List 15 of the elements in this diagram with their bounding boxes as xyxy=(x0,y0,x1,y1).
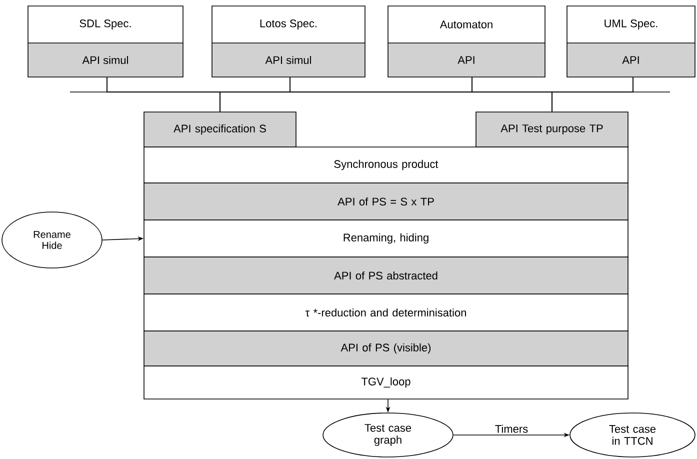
spec-box: Automaton API xyxy=(388,6,546,78)
spec-box: Lotos Spec. API simul xyxy=(212,6,366,78)
stage-row: τ *-reduction and determinisation xyxy=(144,294,628,332)
interface-box: API Test purpose TP xyxy=(476,112,628,148)
connector-line xyxy=(552,77,634,112)
stage-row: API of PS (visible) xyxy=(144,330,628,366)
stage-row: Renaming, hiding xyxy=(144,220,628,258)
interface-box: API specification S xyxy=(144,112,296,148)
edge-label: Timers xyxy=(494,424,530,434)
stage-row: API of PS abstracted xyxy=(144,256,628,294)
stage-row: API of PS = S x TP xyxy=(144,182,628,220)
stage-row: TGV_loop xyxy=(144,366,628,400)
spec-box: SDL Spec. API simul xyxy=(28,6,184,78)
spec-box: UML Spec. API xyxy=(566,6,696,78)
stage-row: Synchronous product xyxy=(144,146,628,184)
